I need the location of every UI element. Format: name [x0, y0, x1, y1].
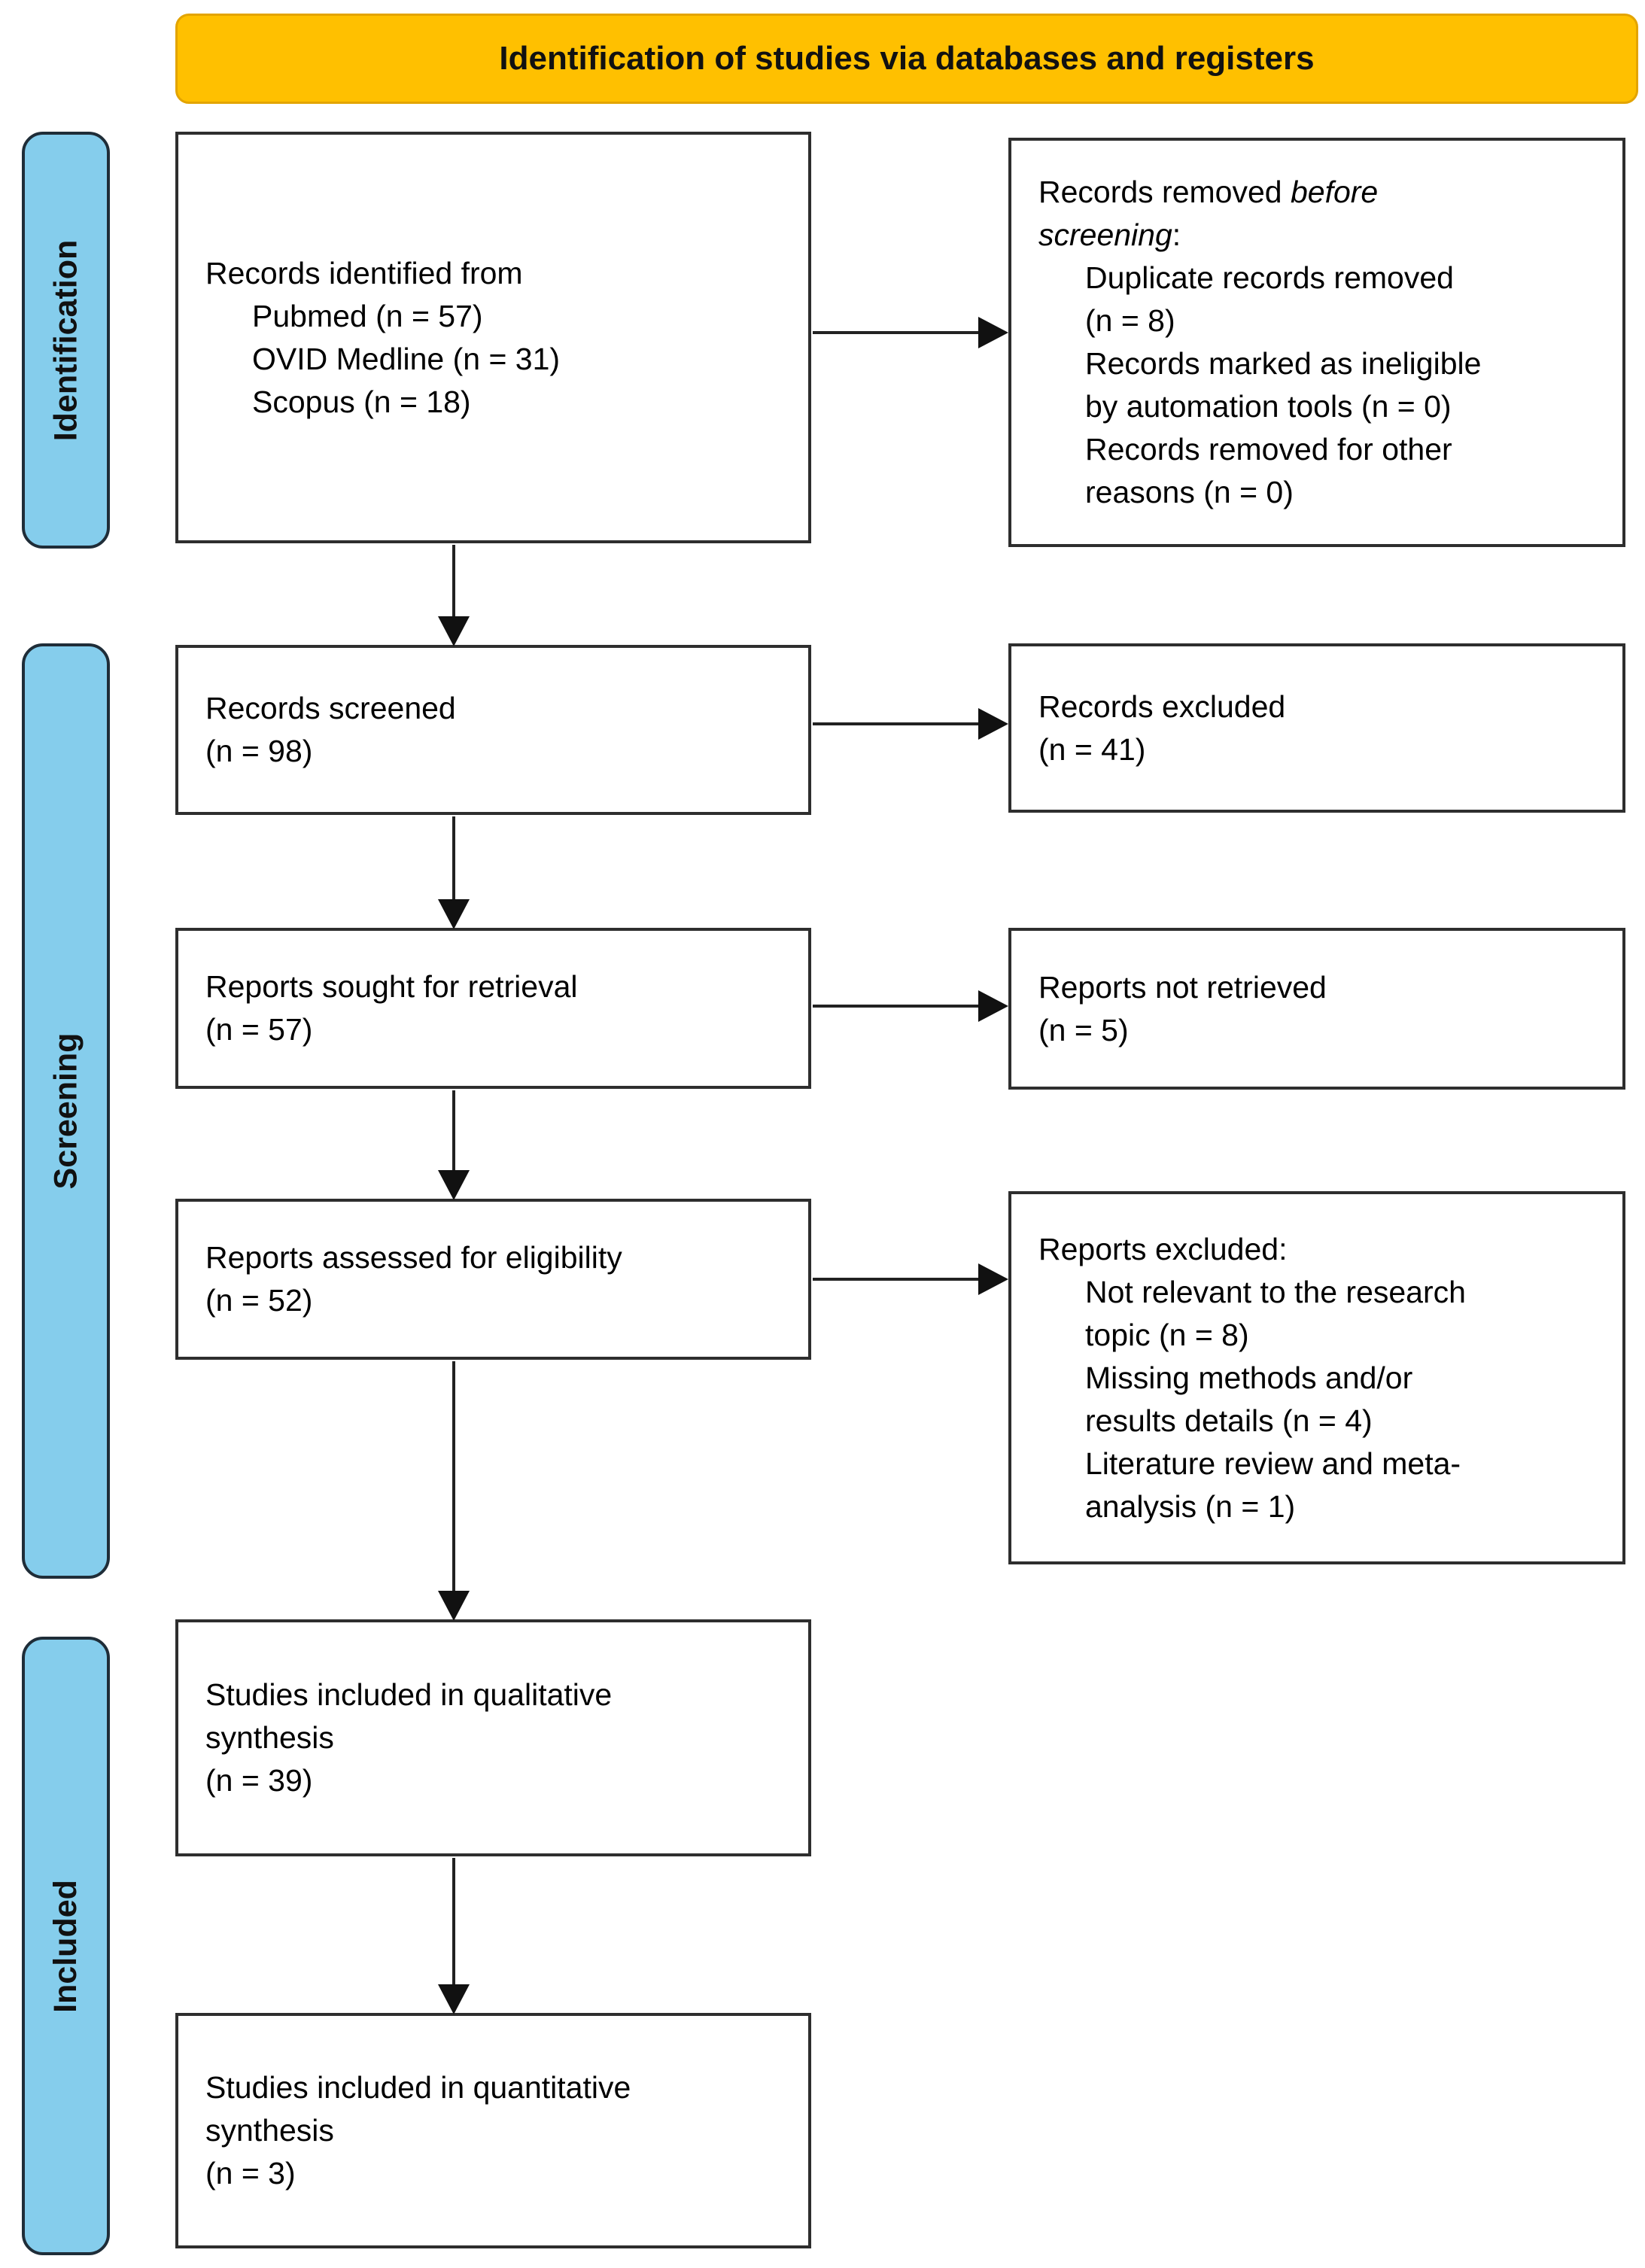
qualitative-count: (n = 39): [205, 1763, 313, 1798]
records-excluded-label: Records excluded: [1038, 689, 1286, 724]
records-screened-count: (n = 98): [205, 734, 313, 768]
records-screened-box: Records screened (n = 98): [175, 645, 811, 815]
records-identified-source-pubmed: Pubmed (n = 57): [252, 298, 483, 333]
records-removed-before-screening-box: Records removed before screening: Duplic…: [1008, 138, 1625, 547]
stage-bar-screening: Screening: [22, 643, 110, 1579]
reports-not-retrieved-count: (n = 5): [1038, 1012, 1129, 1047]
reports-assessed-box: Reports assessed for eligibility (n = 52…: [175, 1199, 811, 1360]
stage-label-screening: Screening: [47, 1032, 84, 1190]
reports-not-retrieved-box: Reports not retrieved (n = 5): [1008, 928, 1625, 1090]
stage-bar-included: Included: [22, 1637, 110, 2255]
records-removed-automation: Records marked as ineligible by automati…: [1085, 346, 1482, 424]
reports-excluded-not-relevant: Not relevant to the research topic (n = …: [1085, 1274, 1466, 1352]
qualitative-label: Studies included in qualitative synthesi…: [205, 1677, 613, 1755]
stage-bar-identification: Identification: [22, 132, 110, 549]
qualitative-synthesis-box: Studies included in qualitative synthesi…: [175, 1619, 811, 1856]
reports-excluded-box: Reports excluded: Not relevant to the re…: [1008, 1191, 1625, 1564]
records-identified-source-scopus: Scopus (n = 18): [252, 384, 471, 419]
records-removed-other: Records removed for other reasons (n = 0…: [1085, 432, 1452, 509]
quantitative-count: (n = 3): [205, 2156, 296, 2190]
banner-identification-via-databases: Identification of studies via databases …: [175, 14, 1638, 104]
records-screened-label: Records screened: [205, 691, 456, 725]
reports-excluded-literature-review: Literature review and meta-analysis (n =…: [1085, 1446, 1461, 1524]
reports-not-retrieved-label: Reports not retrieved: [1038, 969, 1327, 1005]
records-identified-intro: Records identified from: [205, 255, 523, 290]
quantitative-synthesis-box: Studies included in quantitative synthes…: [175, 2013, 811, 2248]
reports-excluded-intro: Reports excluded:: [1038, 1231, 1288, 1266]
reports-sought-count: (n = 57): [205, 1012, 313, 1047]
records-removed-duplicates: Duplicate records removed (n = 8): [1085, 260, 1454, 338]
records-removed-intro: Records removed before screening:: [1038, 175, 1379, 252]
records-excluded-box: Records excluded (n = 41): [1008, 643, 1625, 813]
reports-assessed-count: (n = 52): [205, 1283, 313, 1318]
records-excluded-count: (n = 41): [1038, 731, 1146, 767]
records-identified-source-ovid: OVID Medline (n = 31): [252, 341, 561, 376]
reports-sought-label: Reports sought for retrieval: [205, 969, 578, 1004]
records-identified-box: Records identified from Pubmed (n = 57) …: [175, 132, 811, 543]
reports-sought-box: Reports sought for retrieval (n = 57): [175, 928, 811, 1089]
reports-assessed-label: Reports assessed for eligibility: [205, 1240, 622, 1275]
stage-label-included: Included: [47, 1879, 84, 2013]
reports-excluded-missing-methods: Missing methods and/or results details (…: [1085, 1360, 1413, 1438]
banner-title: Identification of studies via databases …: [499, 40, 1315, 77]
quantitative-label: Studies included in quantitative synthes…: [205, 2070, 631, 2148]
stage-label-identification: Identification: [47, 239, 84, 441]
